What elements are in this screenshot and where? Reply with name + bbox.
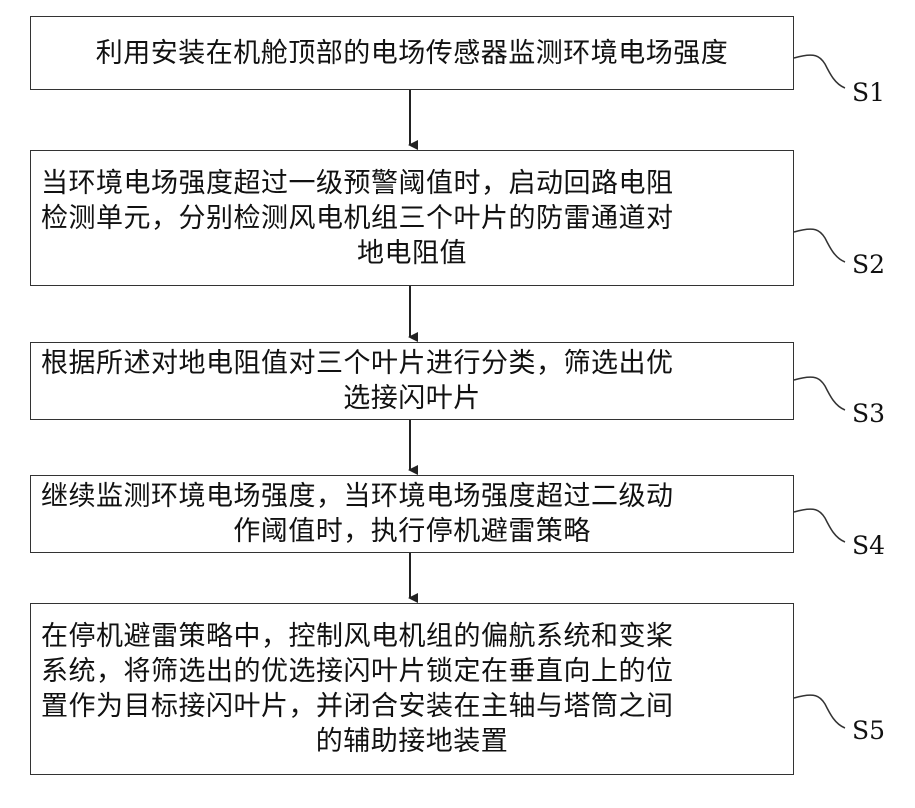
leader-line-s2 bbox=[794, 229, 845, 262]
step-text-s2-line3: 地电阻值 bbox=[41, 236, 783, 271]
leader-line-s3 bbox=[794, 377, 845, 410]
step-text-s5-line3: 置作为目标接闪叶片，并闭合安装在主轴与塔筒之间 bbox=[41, 691, 674, 722]
step-text-s5: 在停机避雷策略中，控制风电机组的偏航系统和变桨 系统，将筛选出的优选接闪叶片锁定… bbox=[41, 619, 783, 759]
step-text-s4-line2: 作阈值时，执行停机避雷策略 bbox=[41, 514, 783, 549]
step-label-s5: S5 bbox=[852, 716, 885, 745]
step-text-s3: 根据所述对地电阻值对三个叶片进行分类，筛选出优 选接闪叶片 bbox=[41, 346, 783, 416]
step-text-s1: 利用安装在机舱顶部的电场传感器监测环境电场强度 bbox=[41, 36, 783, 71]
leader-line-s4 bbox=[794, 509, 845, 542]
step-box-s1: 利用安装在机舱顶部的电场传感器监测环境电场强度 bbox=[30, 16, 794, 90]
step-text-s2-line2: 检测单元，分别检测风电机组三个叶片的防雷通道对 bbox=[41, 203, 674, 234]
step-box-s2: 当环境电场强度超过一级预警阈值时，启动回路电阻 检测单元，分别检测风电机组三个叶… bbox=[30, 150, 794, 286]
step-label-s2: S2 bbox=[852, 250, 885, 279]
step-text-s3-line1: 根据所述对地电阻值对三个叶片进行分类，筛选出优 bbox=[41, 348, 674, 379]
step-box-s4: 继续监测环境电场强度，当环境电场强度超过二级动 作阈值时，执行停机避雷策略 bbox=[30, 475, 794, 553]
step-box-s3: 根据所述对地电阻值对三个叶片进行分类，筛选出优 选接闪叶片 bbox=[30, 342, 794, 420]
step-label-s4: S4 bbox=[852, 531, 885, 560]
step-text-s5-line1: 在停机避雷策略中，控制风电机组的偏航系统和变桨 bbox=[41, 621, 674, 652]
step-text-s4-line1: 继续监测环境电场强度，当环境电场强度超过二级动 bbox=[41, 481, 674, 512]
step-text-s5-line2: 系统，将筛选出的优选接闪叶片锁定在垂直向上的位 bbox=[41, 656, 674, 687]
step-text-s2-line1: 当环境电场强度超过一级预警阈值时，启动回路电阻 bbox=[41, 168, 674, 199]
step-label-s3: S3 bbox=[852, 399, 885, 428]
leader-line-s5 bbox=[794, 695, 845, 728]
step-text-s4: 继续监测环境电场强度，当环境电场强度超过二级动 作阈值时，执行停机避雷策略 bbox=[41, 479, 783, 549]
step-text-s3-line2: 选接闪叶片 bbox=[41, 381, 783, 416]
leader-line-s1 bbox=[794, 55, 845, 88]
step-label-s1: S1 bbox=[852, 78, 885, 107]
step-text-s2: 当环境电场强度超过一级预警阈值时，启动回路电阻 检测单元，分别检测风电机组三个叶… bbox=[41, 166, 783, 271]
step-box-s5: 在停机避雷策略中，控制风电机组的偏航系统和变桨 系统，将筛选出的优选接闪叶片锁定… bbox=[30, 603, 794, 775]
step-text-s5-line4: 的辅助接地装置 bbox=[41, 724, 783, 759]
